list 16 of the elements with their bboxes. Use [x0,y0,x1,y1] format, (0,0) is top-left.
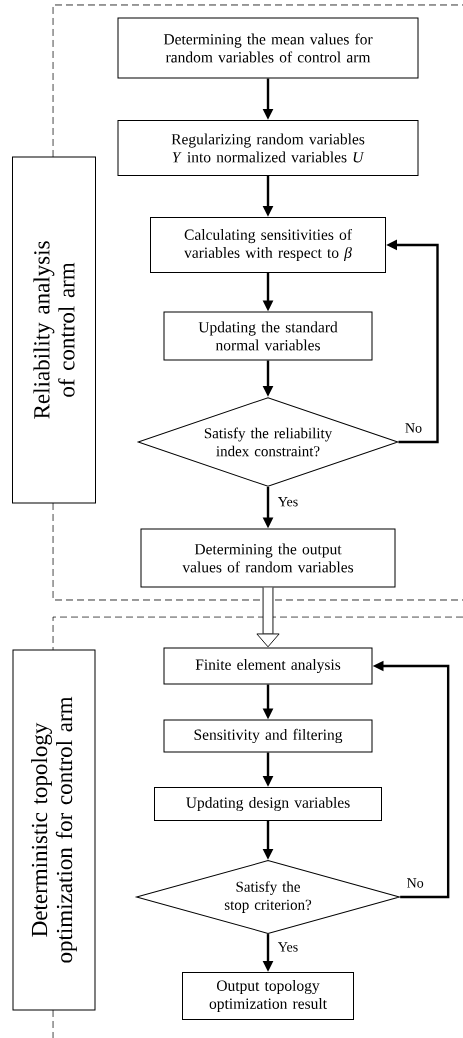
process-box: Determining the output values of random variables [140,528,396,588]
process-box: Regularizing random variables Y into normalized variables U [117,120,419,176]
stage-label-box: Reliability analysis of control arm [12,156,96,504]
block-arrow [256,587,280,648]
stage-label-box: Deterministic topology optimization for control arm [12,649,96,1011]
process-box: Updating design variables [154,787,382,821]
process-box: Determining the mean values for random variables of control arm [117,17,419,79]
process-box: Updating the standard normal variables [163,311,373,361]
edge-label: Yes [276,941,300,953]
edge-label: Yes [276,496,300,508]
process-box: Calculating sensitivities of variables with respect to β [150,217,386,273]
process-box: Output topology optimization result [182,972,354,1020]
process-box: Sensitivity and filtering [163,719,373,753]
edge-label: No [405,877,425,889]
process-box: Finite element analysis [163,647,373,685]
edge-label: No [403,422,424,434]
